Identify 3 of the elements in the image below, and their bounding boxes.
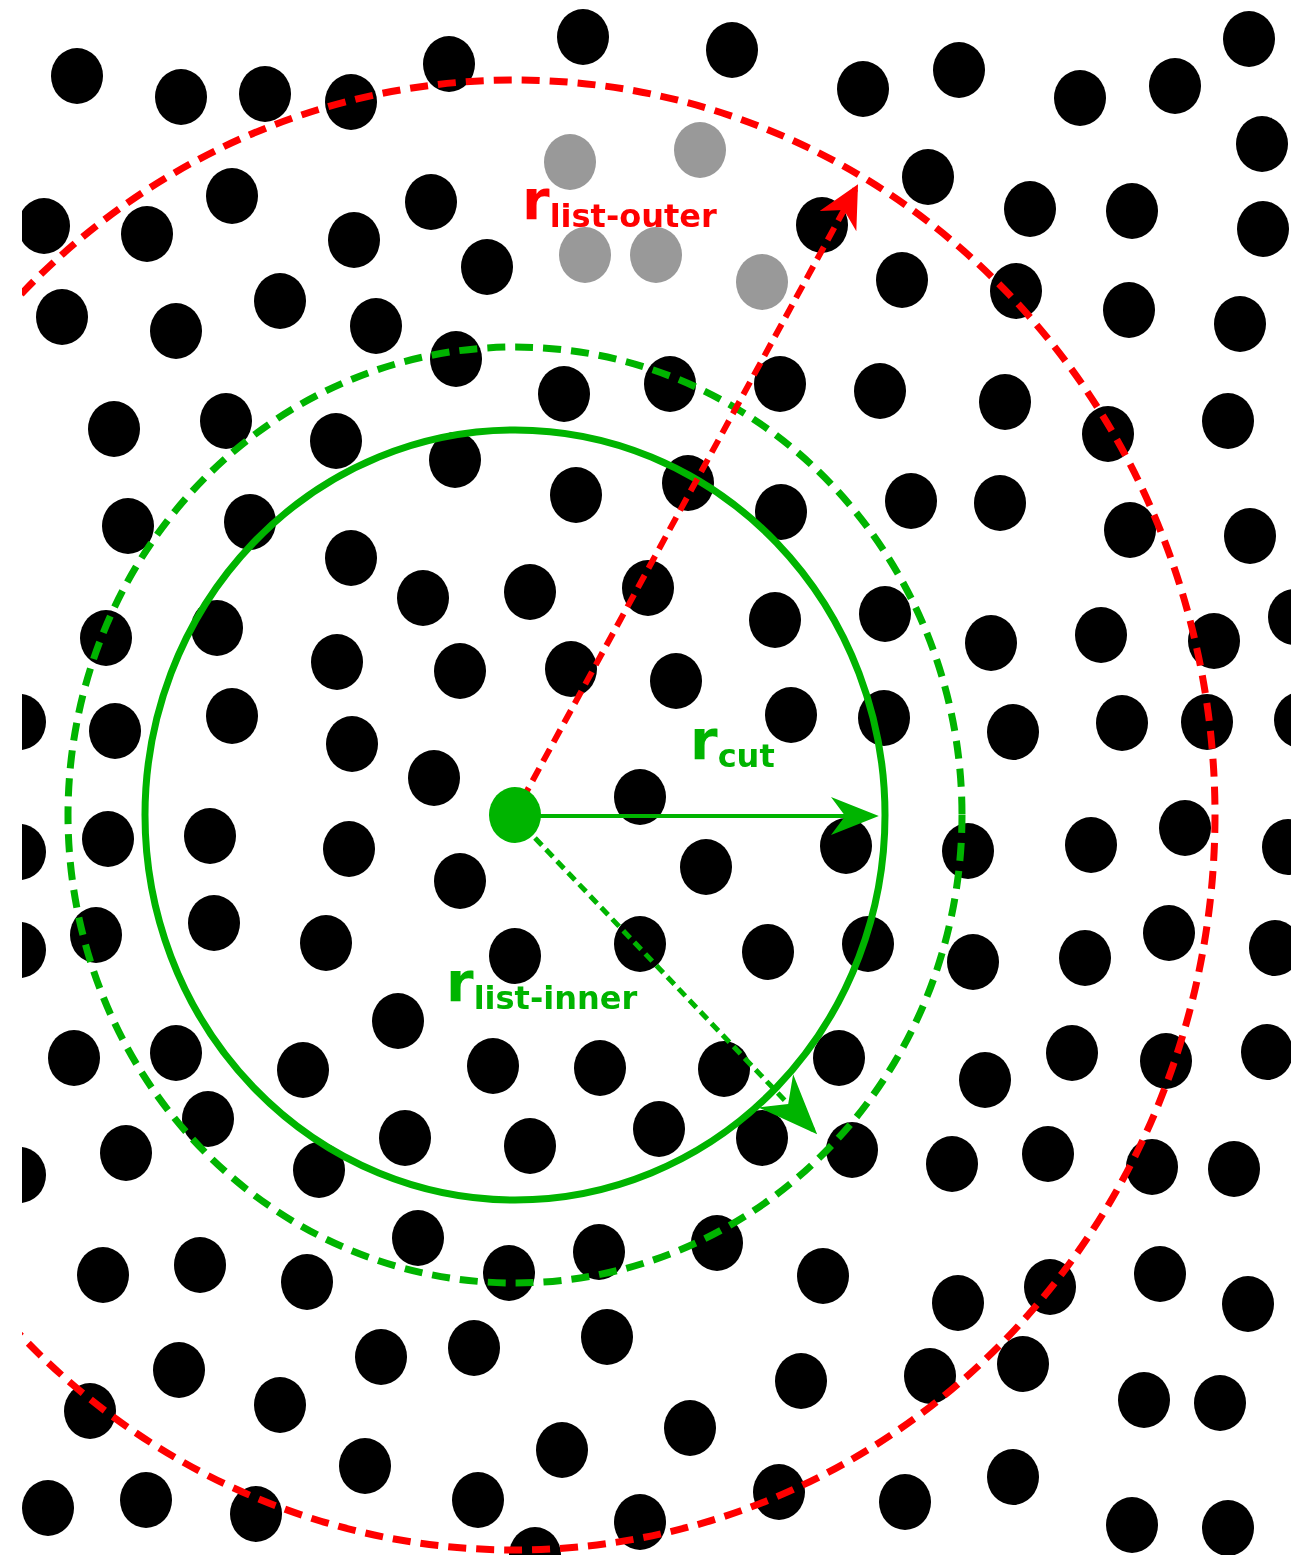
radius-label: r$_{cut}$: [690, 712, 775, 768]
radius-label: r$_{list-inner}$: [446, 954, 638, 1010]
radius-label: r$_{list-outer}$: [522, 172, 717, 228]
